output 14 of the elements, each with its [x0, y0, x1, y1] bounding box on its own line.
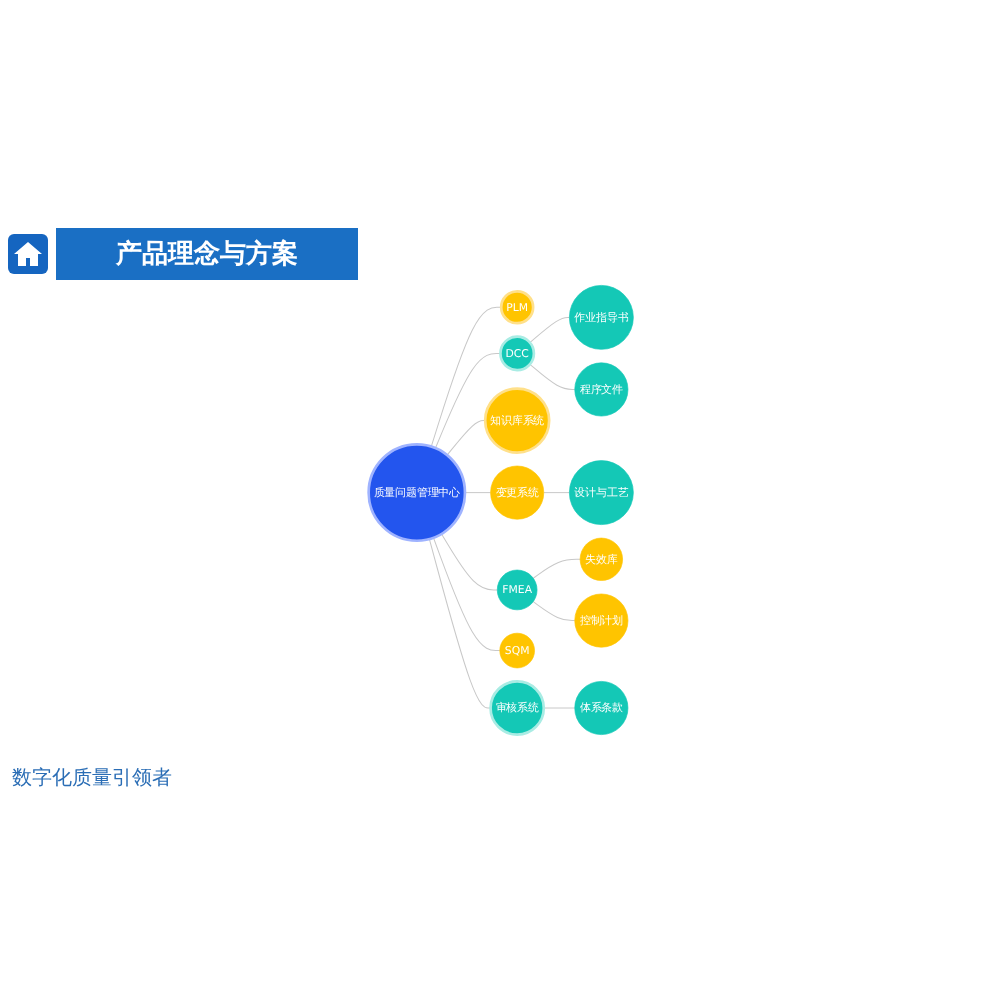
connector [542, 492, 569, 494]
slide-title: 产品理念与方案 [56, 228, 358, 280]
connector [528, 363, 575, 390]
slogan-text: 数字化质量引领者 [12, 765, 172, 792]
connector [431, 537, 500, 652]
connector [440, 533, 497, 591]
connector [445, 420, 485, 456]
connector [463, 492, 491, 494]
connector [427, 538, 491, 709]
connector [429, 306, 501, 448]
connector [531, 601, 575, 622]
connector [528, 316, 569, 344]
connector [433, 352, 500, 449]
connector [531, 558, 580, 579]
